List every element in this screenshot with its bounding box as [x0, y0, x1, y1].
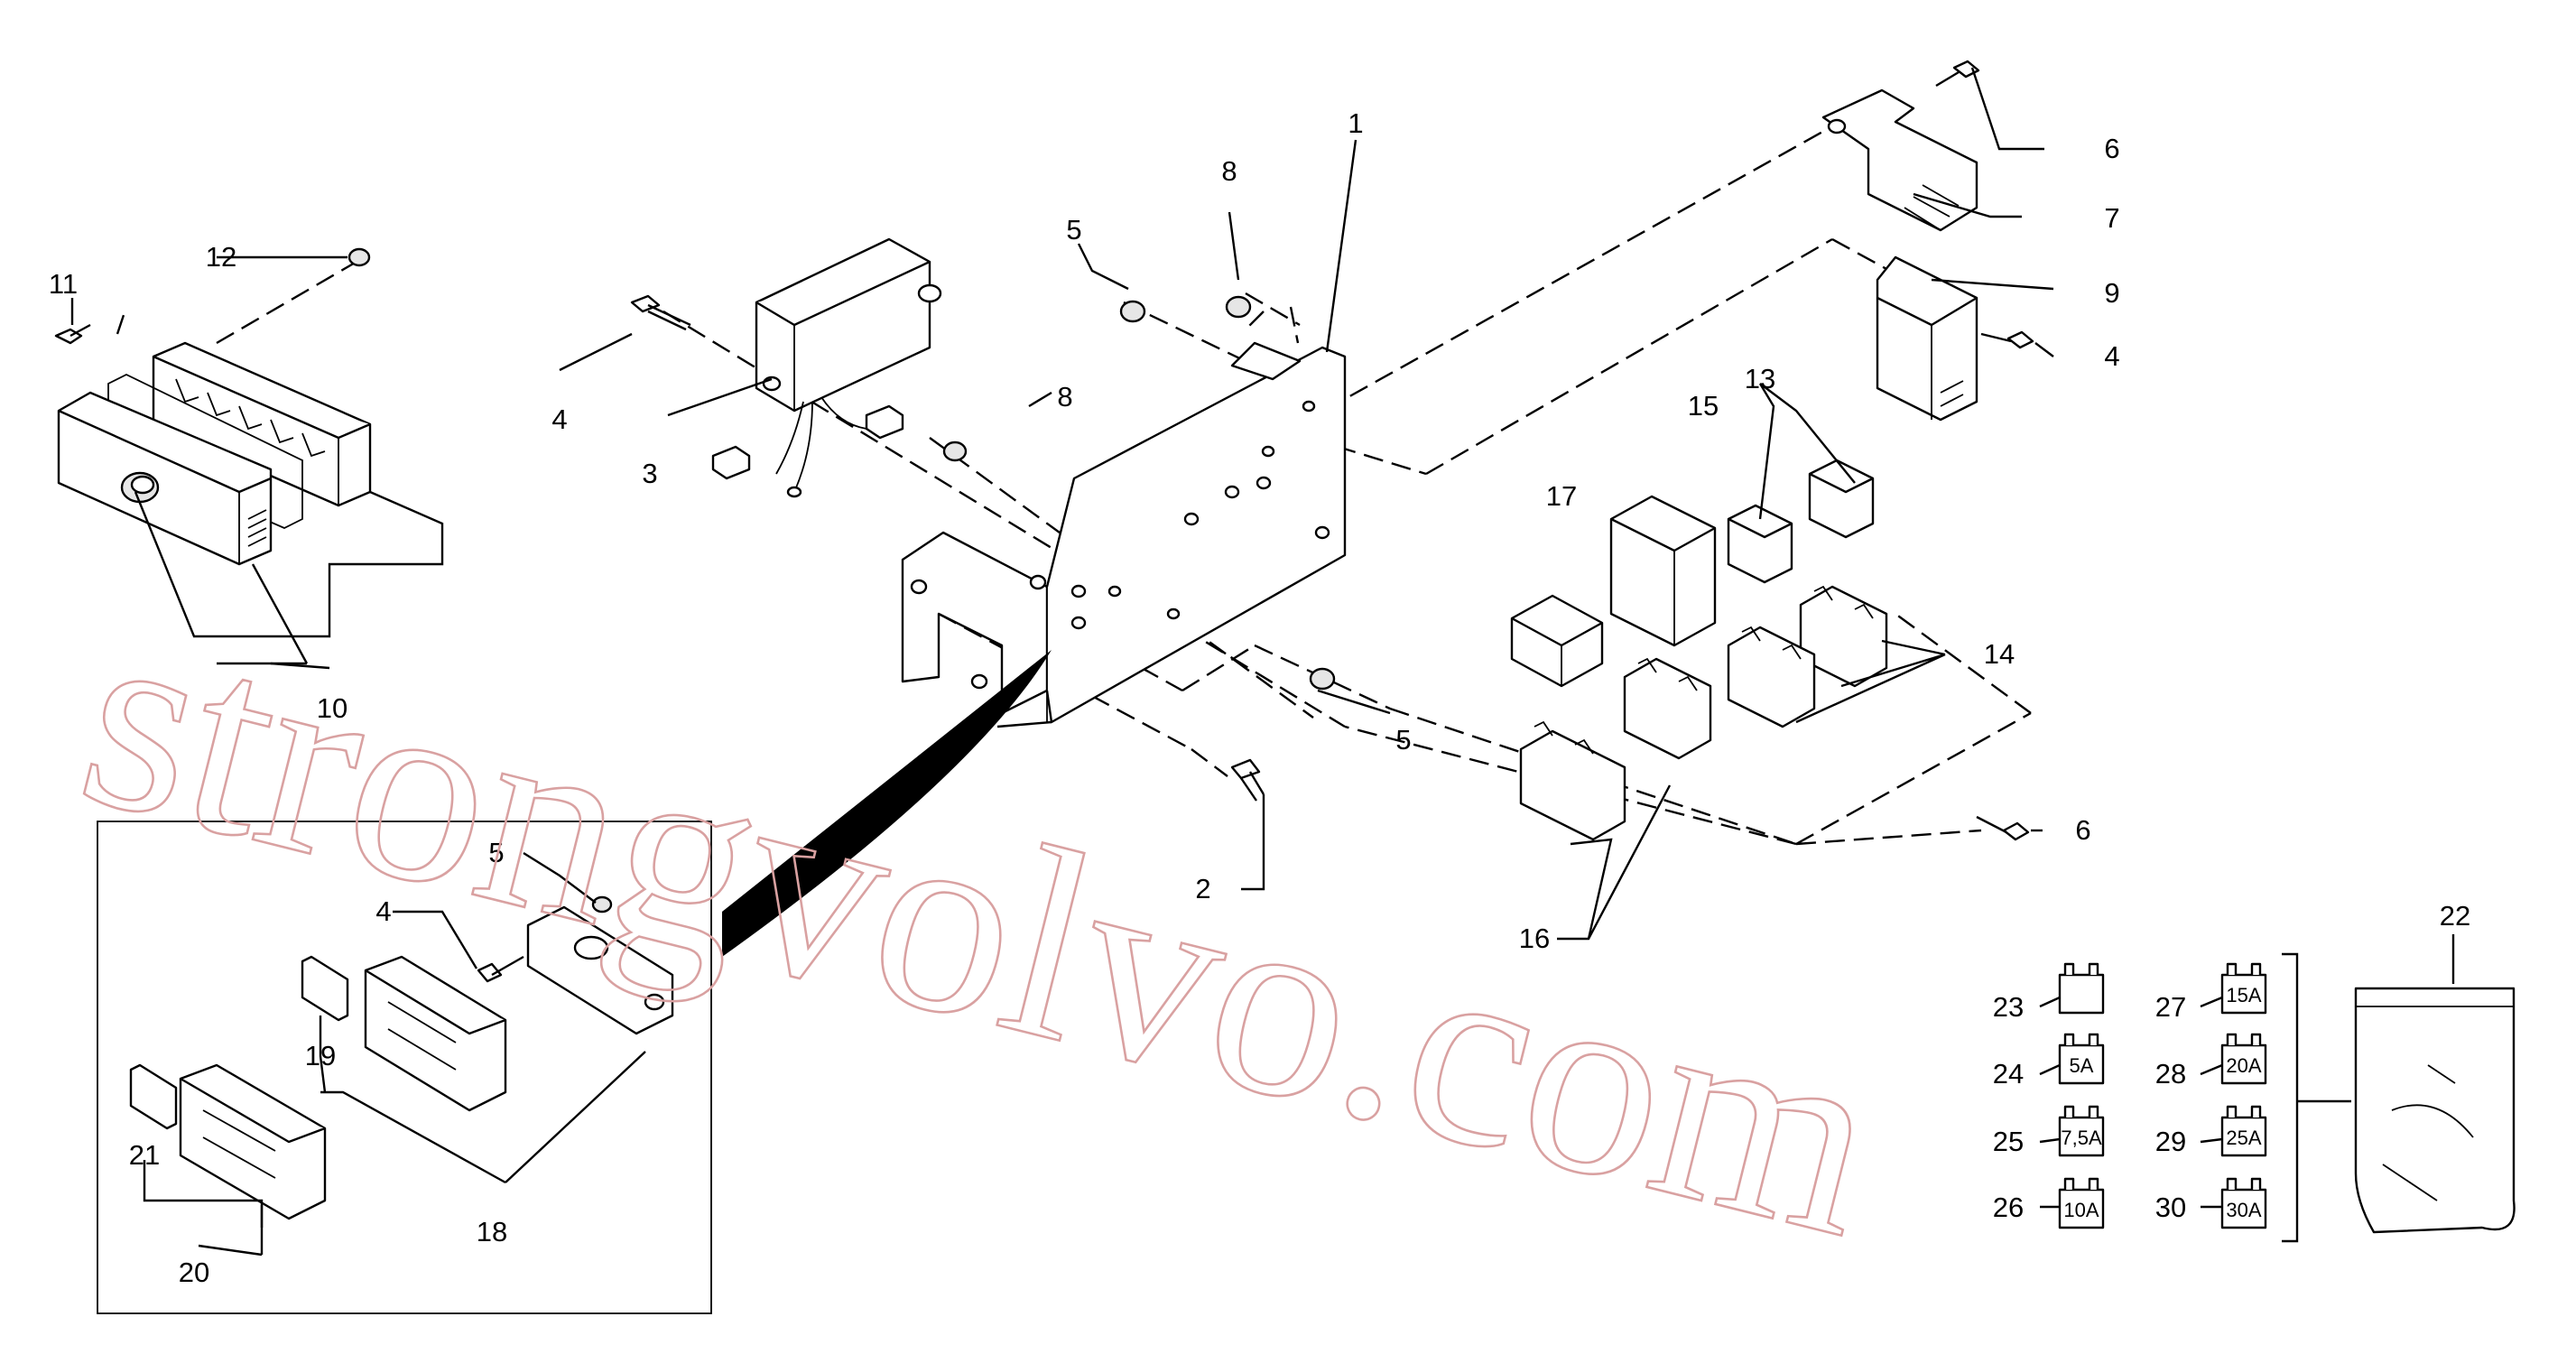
- callout-19: 19: [305, 1040, 336, 1071]
- fuse-28: 20A: [2220, 1033, 2267, 1085]
- fuse-30: 30A: [2220, 1177, 2267, 1229]
- fuse-27: 15A: [2220, 962, 2267, 1015]
- fuse-26-rating: 10A: [2063, 1199, 2099, 1221]
- callout-29: 29: [2155, 1126, 2186, 1157]
- top-right-relays: [1821, 60, 2034, 841]
- fuse-29: 25A: [2220, 1105, 2267, 1157]
- callout-5-inset: 5: [488, 837, 504, 868]
- fuse-30-rating: 30A: [2226, 1199, 2261, 1221]
- fuse-kit: 5A 7,5A 10A 15A 20A 25A: [2058, 952, 2516, 1243]
- inset-detail: [97, 650, 1052, 1314]
- mounting-bracket: [901, 295, 1347, 802]
- callout-30: 30: [2155, 1192, 2186, 1223]
- fuse-27-rating: 15A: [2226, 984, 2261, 1006]
- fuse-23: [2058, 962, 2105, 1015]
- callout-25: 25: [1993, 1126, 2024, 1157]
- fuse-24-rating: 5A: [2070, 1054, 2094, 1077]
- callout-4: 4: [551, 403, 567, 435]
- fuse-25-rating: 7,5A: [2061, 1127, 2102, 1149]
- fuse-29-rating: 25A: [2226, 1127, 2261, 1149]
- callout-5: 5: [1066, 214, 1081, 246]
- callout-6: 6: [2104, 133, 2119, 164]
- callout-12: 12: [206, 241, 236, 273]
- fuse-24: 5A: [2058, 1033, 2105, 1085]
- callout-24: 24: [1993, 1058, 2024, 1090]
- callout-2: 2: [1195, 873, 1210, 904]
- callout-22: 22: [2440, 900, 2470, 932]
- callout-15: 15: [1688, 390, 1719, 422]
- callout-18: 18: [477, 1216, 507, 1247]
- callout-21: 21: [129, 1139, 160, 1171]
- callout-17: 17: [1546, 480, 1577, 512]
- fuse-28-rating: 20A: [2226, 1054, 2261, 1077]
- callout-leaders: [70, 67, 2455, 1257]
- callout-7: 7: [2104, 202, 2119, 234]
- callout-16: 16: [1519, 923, 1550, 954]
- fuse-holder-assembly: [54, 247, 444, 670]
- callout-27: 27: [2155, 991, 2186, 1023]
- callout-3: 3: [642, 458, 657, 489]
- callout-1: 1: [1348, 107, 1363, 139]
- callout-20: 20: [179, 1257, 209, 1288]
- callout-6-lower: 6: [2075, 814, 2090, 846]
- relay-group: [1510, 459, 1888, 841]
- callout-8-left: 8: [1057, 381, 1072, 413]
- callout-14: 14: [1984, 638, 2015, 670]
- callout-11: 11: [49, 268, 78, 300]
- callout-23: 23: [1993, 991, 2024, 1023]
- callout-4-right: 4: [2104, 340, 2119, 372]
- callout-5-right: 5: [1395, 724, 1411, 756]
- fuse-26: 10A: [2058, 1177, 2105, 1229]
- fuse-25: 7,5A: [2058, 1105, 2105, 1157]
- callout-28: 28: [2155, 1058, 2186, 1090]
- callout-10: 10: [317, 692, 347, 724]
- watermark: strongvolvo.com: [58, 561, 1904, 1294]
- callout-26: 26: [1993, 1192, 2024, 1223]
- callout-13: 13: [1745, 363, 1775, 394]
- callout-8: 8: [1221, 155, 1237, 187]
- callout-9: 9: [2104, 277, 2119, 309]
- callout-4-inset: 4: [375, 895, 391, 927]
- callout-numbers: 1 2 3 4 5 6 7 8 9 10 11 12 13 14 15 16 1…: [49, 107, 2470, 1288]
- control-unit: [630, 237, 942, 498]
- callout-numbers-repeat: 4 8 5 6 5 4: [375, 340, 2119, 927]
